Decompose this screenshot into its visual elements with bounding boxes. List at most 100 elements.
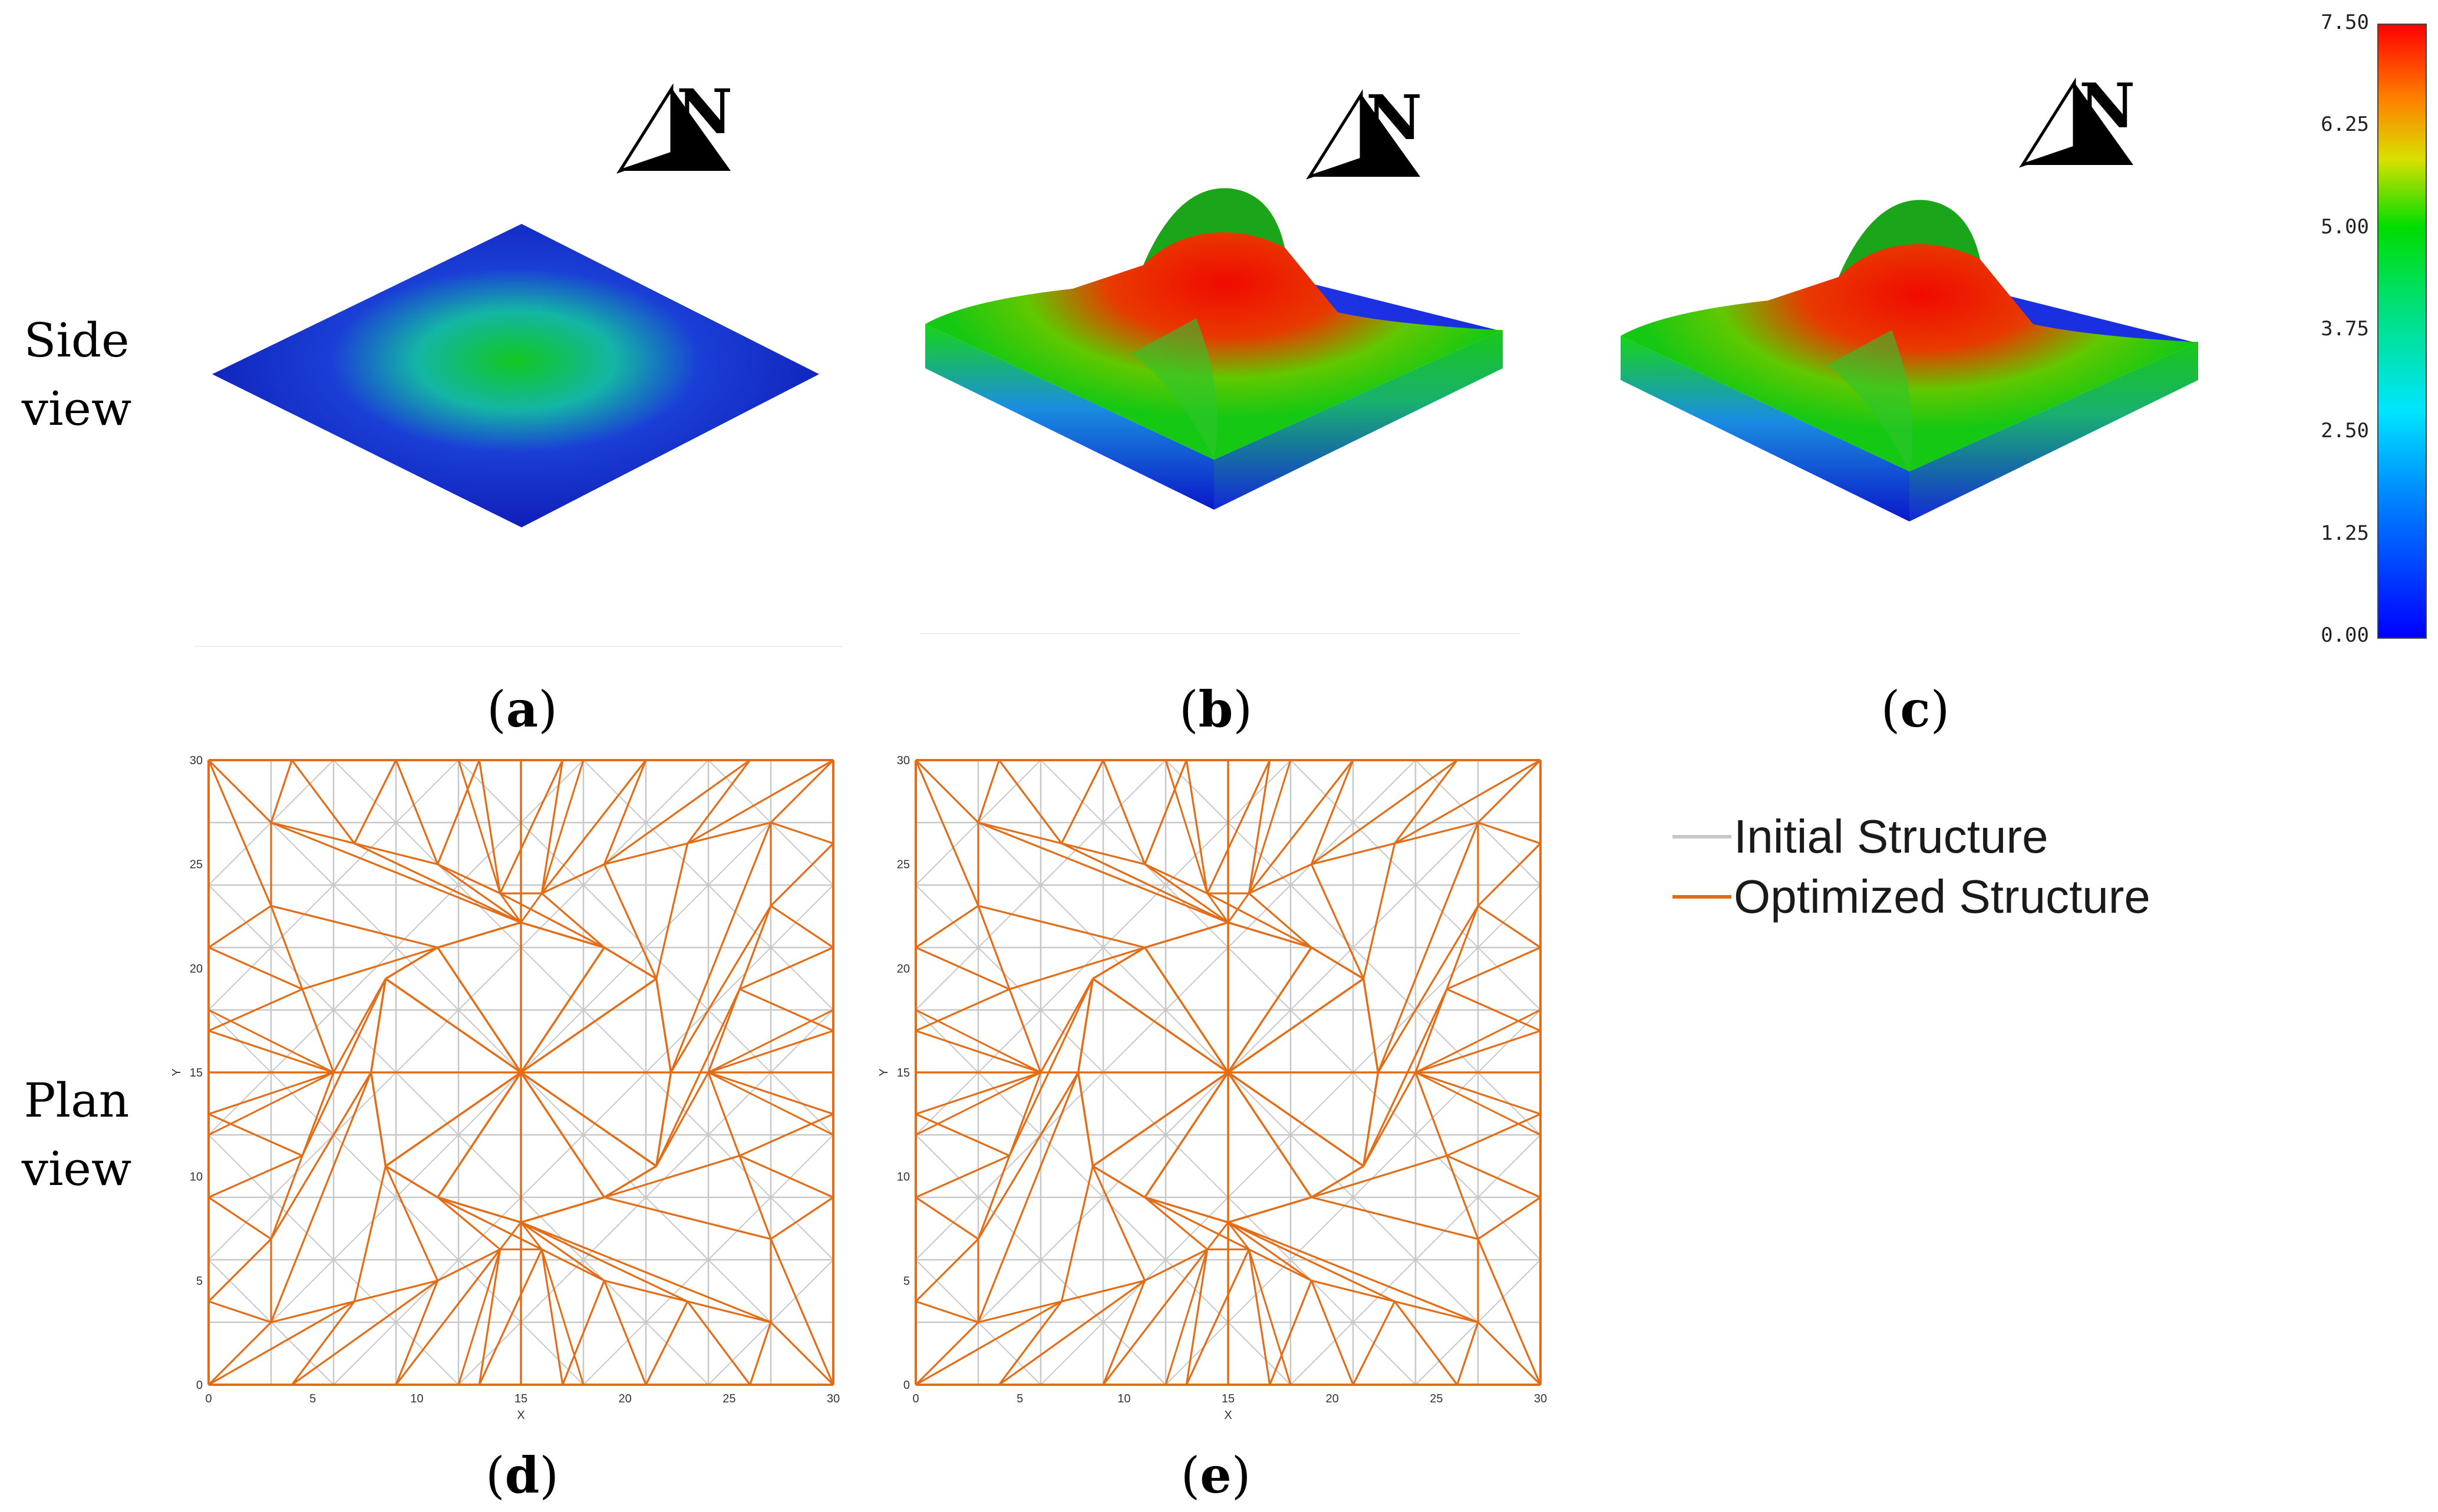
optimized-member [739,1154,834,1199]
y-tick-label: 25 [190,859,203,871]
y-tick-label: 25 [897,859,910,871]
optimized-member [541,863,605,894]
optimized-member [687,759,834,844]
optimized-member [478,1249,543,1385]
optimized-member [998,1300,1063,1385]
optimized-member [915,760,979,906]
optimized-member [457,1249,502,1385]
optimized-member [1008,978,1094,1157]
x-tick-label: 30 [1534,1392,1547,1405]
optimized-member [1311,1165,1364,1199]
optimized-member [978,904,1146,949]
optimized-member [977,760,1000,823]
optimized-member [1414,989,1448,1073]
optimized-member [208,1009,334,1074]
optimized-member [655,1072,672,1167]
optimized-member [770,759,834,824]
optimized-member [915,1238,979,1302]
optimized-member [1248,1248,1312,1282]
colorbar-tick-label: 2.50 [2321,419,2369,443]
initial-member [708,884,834,1011]
optimized-member [302,946,438,991]
optimized-member [915,1154,1010,1199]
colorbar-tick-label: 0.00 [2321,623,2369,647]
optimized-member [270,904,438,949]
optimized-member [915,1071,1041,1136]
optimized-member [208,988,303,1032]
x-tick-label: 20 [1326,1392,1339,1405]
optimized-member [738,905,772,990]
optimized-member [1227,893,1250,923]
optimized-member [770,821,834,844]
optimized-member [540,760,585,894]
optimized-member [739,946,834,991]
optimized-member [1206,760,1271,894]
optimized-member [1227,1222,1250,1250]
optimized-member [437,1196,501,1250]
optimized-member [1377,822,1479,1073]
optimized-member [603,842,688,866]
optimized-member [1477,821,1541,844]
optimized-member [603,1280,647,1385]
optimized-member [1446,905,1479,990]
optimized-member [708,1009,834,1074]
optimized-member [1394,1300,1458,1385]
optimized-member [669,822,772,1073]
left-face [925,324,1214,510]
initial-member [1290,884,1416,1011]
panel-label-d: (d) [485,1446,559,1504]
optimized-member [1144,921,1229,949]
initial-member [1040,1134,1166,1260]
optimized-member [207,1321,272,1386]
optimized-member [1394,760,1458,844]
optimized-member [208,1113,303,1157]
optimized-member [1060,760,1104,844]
optimized-member [770,905,834,949]
optimized-member [603,1196,771,1240]
side-view-panel-c [1621,200,2198,521]
optimized-member [1077,978,1094,1073]
optimized-member [208,1300,355,1386]
optimized-member [437,1196,522,1224]
optimized-member [1102,760,1146,865]
optimized-member [977,1072,1080,1323]
optimized-member [520,978,657,1074]
optimized-member [1310,760,1354,865]
optimized-member [207,759,272,824]
optimized-member [1144,1196,1250,1250]
optimized-member [1092,946,1146,980]
optimized-member [770,1239,834,1385]
optimized-member [915,1300,1063,1386]
optimized-member [520,1196,605,1224]
optimized-member [1362,978,1380,1073]
colorbar-tick-label: 6.25 [2321,113,2369,137]
optimized-member [370,978,387,1073]
optimized-member [1009,946,1146,991]
x-tick-label: 25 [723,1392,735,1405]
optimized-member [207,1238,272,1302]
optimized-member [540,1249,564,1385]
optimized-member [520,1222,605,1282]
x-axis-label: X [517,1409,524,1422]
optimized-member [520,1221,688,1303]
optimized-member [1102,1249,1208,1385]
optimized-member [1092,1165,1146,1199]
north-arrow-icon [616,83,731,174]
optimized-member [562,1280,605,1385]
x-axis-label: X [1224,1409,1232,1422]
optimized-member [1144,1196,1208,1250]
optimized-member [1228,1071,1364,1167]
optimized-member [1227,1072,1312,1198]
optimized-member [1394,759,1541,844]
optimized-member [1061,1279,1146,1303]
y-tick-label: 0 [903,1379,910,1392]
optimized-member [1477,1321,1542,1386]
y-tick-label: 15 [897,1067,910,1079]
row-label-side-view: Side view [21,313,132,436]
right-face [1909,342,2198,521]
optimized-member [1206,1222,1229,1250]
optimized-member [353,1166,387,1302]
optimized-member [1144,863,1208,894]
optimized-member [687,821,771,844]
optimized-member [1362,988,1448,1167]
